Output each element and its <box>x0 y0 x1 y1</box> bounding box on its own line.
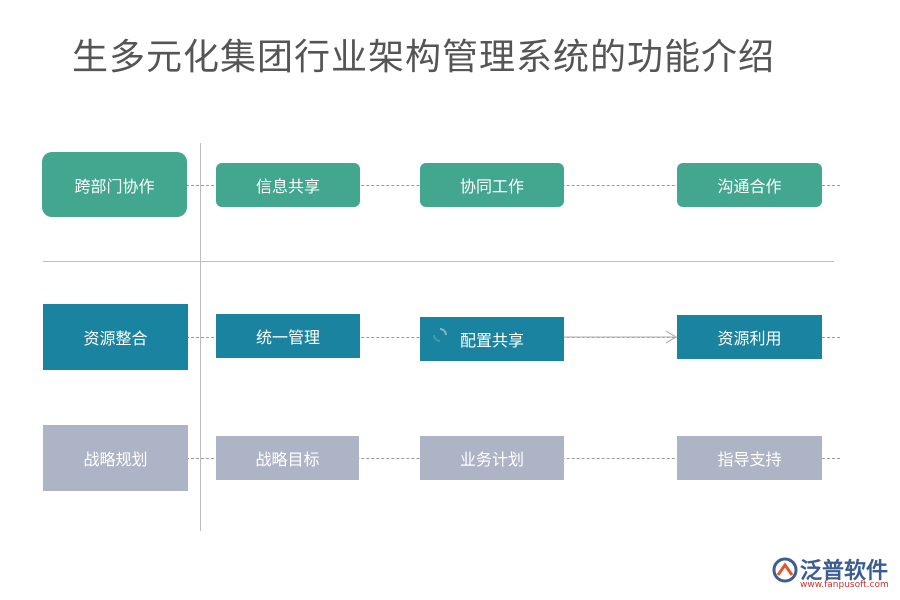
logo-name: 泛普软件 <box>800 559 889 584</box>
horizontal-divider <box>43 261 834 262</box>
item-collaborative-work: 协同工作 <box>420 163 564 207</box>
item-strategic-goals: 战略目标 <box>216 436 359 480</box>
logo-mark-icon <box>772 557 798 583</box>
category-strategic-planning: 战略规划 <box>43 425 188 491</box>
arrow-connector <box>564 330 678 344</box>
item-unified-management: 统一管理 <box>216 314 360 358</box>
item-info-sharing: 信息共享 <box>216 163 360 207</box>
item-resource-utilization: 资源利用 <box>677 315 822 359</box>
category-resource-integration: 资源整合 <box>43 304 188 370</box>
item-communication: 沟通合作 <box>677 163 822 207</box>
loading-icon <box>433 328 447 342</box>
item-config-sharing: 配置共享 <box>420 317 564 361</box>
brand-logo: 泛普软件 www.fanpusoft.com <box>770 553 895 593</box>
category-cross-department: 跨部门协作 <box>42 152 187 217</box>
logo-url: www.fanpusoft.com <box>800 580 889 590</box>
page-title: 生多元化集团行业架构管理系统的功能介绍 <box>72 37 776 78</box>
item-guidance-support: 指导支持 <box>677 436 822 480</box>
item-business-plan: 业务计划 <box>420 436 564 480</box>
